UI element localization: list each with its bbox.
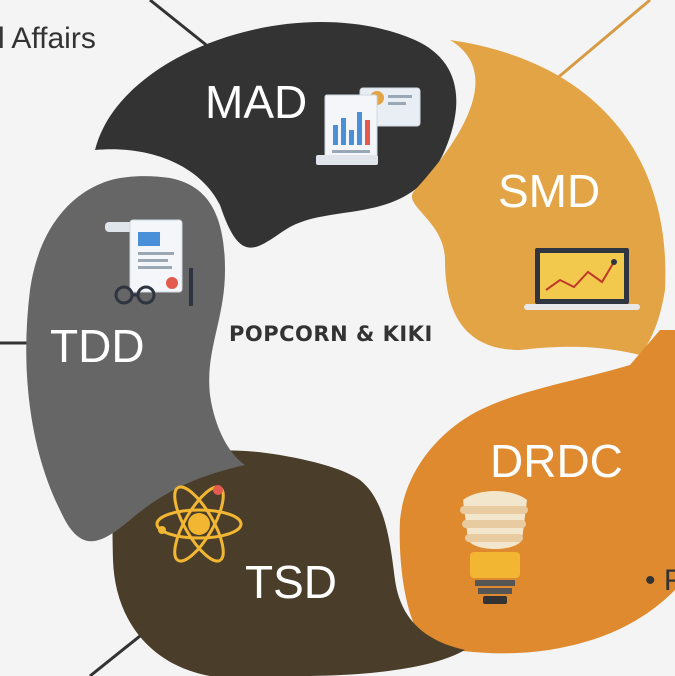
segment-label-mad: MAD	[205, 76, 307, 128]
certificate-glasses-icon	[105, 219, 193, 306]
segment-label-tsd: TSD	[245, 556, 337, 608]
segment-tsd	[112, 450, 465, 676]
segment-label-smd: SMD	[498, 165, 600, 217]
atom-icon	[155, 485, 243, 563]
segment-tdd	[26, 176, 245, 542]
lightbulb-icon	[460, 491, 528, 604]
laptop-chart-icon	[524, 248, 640, 310]
edge-text-top: l Affairs	[0, 22, 96, 55]
segment-drdc	[399, 330, 675, 654]
segment-label-drdc: DRDC	[490, 435, 623, 487]
report-documents-icon	[316, 87, 421, 165]
segment-mad	[95, 22, 457, 248]
segment-label-tdd: TDD	[50, 320, 145, 372]
edge-text-right: • F	[645, 564, 675, 597]
connector-line-top-right	[554, 0, 651, 82]
center-title: POPCORN & KIKI	[229, 322, 433, 346]
